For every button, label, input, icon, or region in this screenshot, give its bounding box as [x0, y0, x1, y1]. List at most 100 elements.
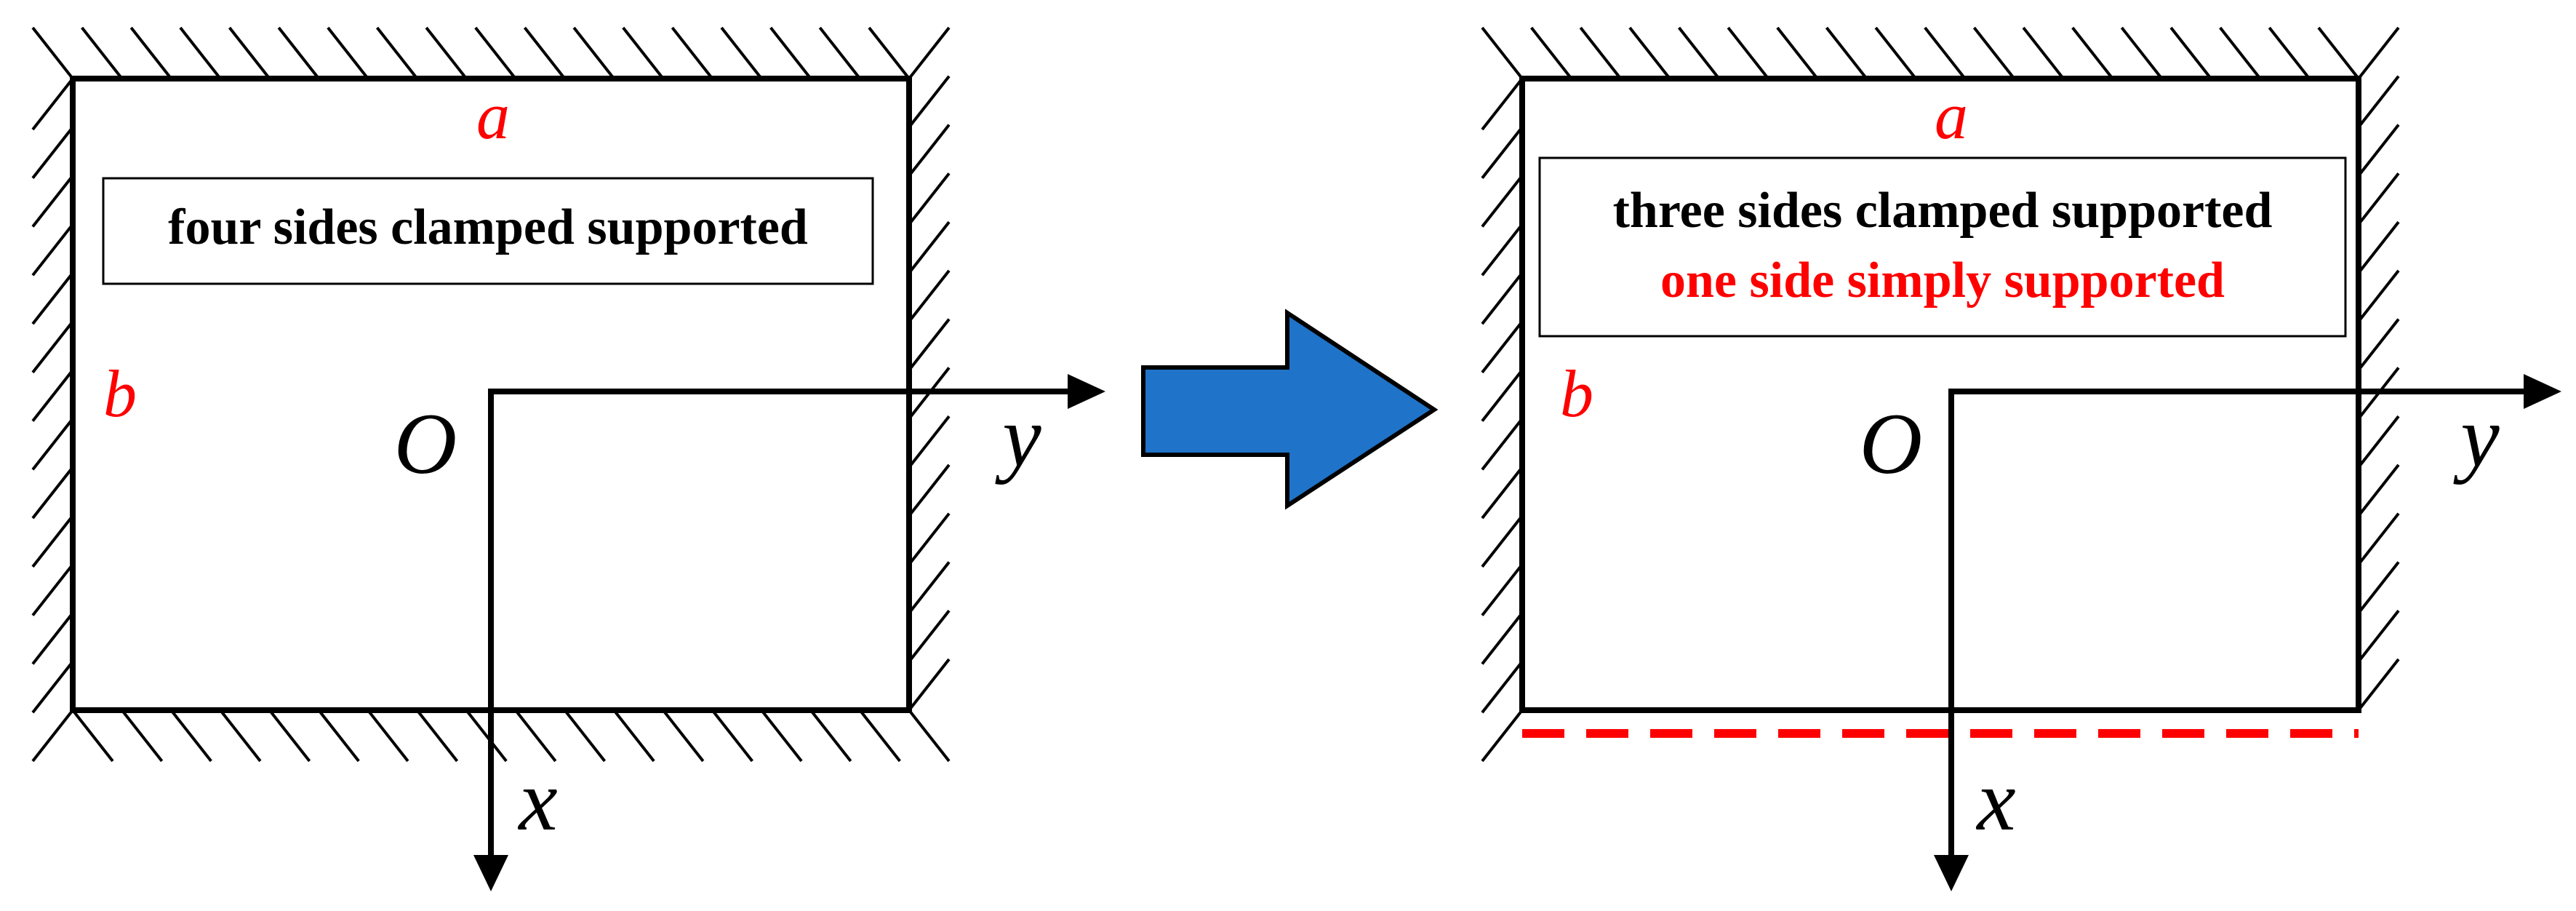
hatch-mark: [2357, 318, 2400, 371]
hatch-mark: [31, 563, 74, 616]
hatch-mark: [31, 126, 74, 180]
right-boundary-box: [1538, 156, 2347, 338]
hatch-mark: [31, 514, 74, 568]
hatch-mark: [228, 26, 271, 80]
hatch-mark: [474, 26, 517, 80]
hatch-mark: [31, 709, 74, 763]
hatch-mark: [1481, 660, 1524, 714]
hatch-mark: [523, 26, 567, 80]
right-panel: a three sides clamped supported one side…: [1481, 26, 2561, 891]
left-boundary-box: [102, 177, 874, 285]
hatch-mark: [2357, 220, 2400, 274]
hatch-mark: [1481, 418, 1524, 471]
hatch-mark: [2357, 415, 2400, 469]
hatch-mark: [1481, 466, 1524, 520]
right-label-a: a: [1935, 79, 1968, 153]
hatch-mark: [31, 223, 74, 277]
hatch-mark: [711, 709, 753, 763]
hatch-mark: [1481, 26, 1524, 80]
hatch-mark: [2317, 26, 2360, 80]
hatch-mark: [1481, 223, 1524, 277]
hatch-mark: [2357, 269, 2400, 323]
hatch-mark: [908, 75, 951, 129]
hatch-mark: [858, 709, 901, 763]
hatch-mark: [81, 26, 124, 80]
left-x-arrowhead: [473, 855, 508, 891]
hatch-mark: [367, 709, 409, 763]
hatch-mark: [2357, 609, 2400, 663]
hatch-mark: [908, 658, 951, 712]
hatch-mark: [612, 709, 655, 763]
right-hatch-left: [1481, 77, 1524, 763]
hatch-mark: [1481, 320, 1524, 374]
hatch-mark: [2357, 512, 2400, 565]
left-boundary-text: four sides clamped supported: [168, 199, 808, 255]
hatch-mark: [277, 26, 320, 80]
hatch-mark: [1481, 563, 1524, 616]
hatch-mark: [720, 26, 763, 80]
hatch-mark: [908, 709, 951, 763]
hatch-mark: [1874, 26, 1917, 80]
hatch-mark: [514, 709, 557, 763]
hatch-mark: [31, 271, 74, 325]
hatch-mark: [2357, 124, 2400, 177]
hatch-mark: [2169, 26, 2212, 80]
hatch-mark: [31, 320, 74, 374]
hatch-mark: [2071, 26, 2114, 80]
left-hatch-bottom: [71, 709, 951, 763]
hatch-mark: [31, 77, 74, 131]
right-boundary-text-line2: one side simply supported: [1660, 252, 2225, 309]
hatch-mark: [2219, 26, 2262, 80]
hatch-mark: [2120, 26, 2163, 80]
left-label-a: a: [476, 79, 510, 153]
hatch-mark: [809, 709, 852, 763]
hatch-mark: [622, 26, 665, 80]
hatch-mark: [1481, 514, 1524, 568]
hatch-mark: [1530, 26, 1573, 80]
hatch-mark: [2357, 561, 2400, 614]
right-hatch-top: [1481, 26, 2360, 80]
left-y-label: y: [994, 388, 1041, 485]
hatch-mark: [2357, 658, 2400, 712]
hatch-mark: [908, 561, 951, 614]
left-y-arrowhead: [1068, 374, 1105, 409]
hatch-mark: [818, 26, 861, 80]
right-x-arrowhead: [1934, 855, 1969, 891]
hatch-mark: [425, 26, 468, 80]
hatch-mark: [71, 709, 114, 763]
hatch-mark: [1628, 26, 1671, 80]
left-hatch-left: [31, 77, 74, 763]
hatch-mark: [2022, 26, 2065, 80]
hatch-mark: [769, 26, 812, 80]
hatch-mark: [1972, 26, 2016, 80]
hatch-mark: [268, 709, 311, 763]
right-axes: [1948, 389, 2525, 862]
hatch-mark: [908, 124, 951, 177]
hatch-mark: [1727, 26, 1769, 80]
right-x-label: x: [1975, 752, 2015, 848]
right-y-arrowhead: [2524, 374, 2561, 409]
left-axes: [488, 389, 1069, 862]
hatch-mark: [1481, 709, 1524, 763]
hatch-mark: [662, 709, 705, 763]
hatch-mark: [2357, 464, 2400, 517]
hatch-mark: [1481, 126, 1524, 180]
hatch-mark: [2357, 75, 2400, 129]
hatch-mark: [31, 466, 74, 520]
hatch-mark: [465, 709, 508, 763]
left-hatch-top: [31, 26, 911, 80]
left-label-b: b: [103, 357, 137, 431]
hatch-mark: [908, 609, 951, 663]
hatch-mark: [121, 709, 164, 763]
hatch-mark: [563, 709, 607, 763]
hatch-mark: [1924, 26, 1967, 80]
right-label-b: b: [1560, 357, 1593, 431]
right-y-label: y: [2452, 388, 2500, 485]
hatch-mark: [908, 220, 951, 274]
left-x-label: x: [517, 752, 557, 848]
hatch-mark: [572, 26, 615, 80]
hatch-mark: [908, 26, 951, 80]
right-origin-label: O: [1860, 395, 1923, 492]
right-boundary-text-line1: three sides clamped supported: [1613, 183, 2273, 239]
hatch-mark: [415, 709, 459, 763]
